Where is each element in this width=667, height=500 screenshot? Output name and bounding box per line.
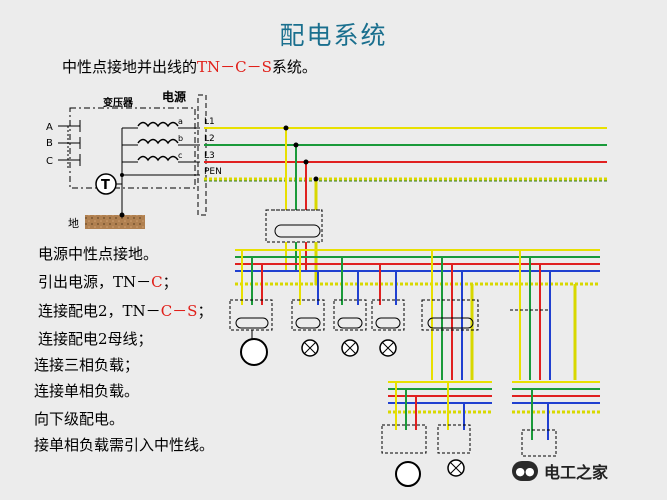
svg-text:b: b (178, 134, 183, 143)
feeder-lower-2 (510, 250, 577, 380)
step-3: 连接配电2，TN－C－S； (38, 302, 213, 320)
step-5: 连接三相负载； (34, 356, 140, 374)
transformer-label: 变压器 (103, 96, 134, 109)
load-lamp-3 (371, 264, 405, 357)
feeder-to-dist2 (265, 125, 323, 285)
svg-text:L2: L2 (204, 134, 215, 144)
source-label: 电源 (162, 89, 186, 104)
earth-label: 地 (68, 217, 79, 230)
coil-c (137, 155, 179, 162)
main-bus: L1 L2 L3 PEN (204, 117, 607, 182)
load-three-phase (229, 250, 273, 366)
subtitle: 中性点接地并出线的TN－C－S系统。 (62, 56, 317, 77)
watermark: ●● 电工之家 (512, 458, 662, 484)
transformer-boundary (69, 107, 196, 189)
load-lamp-1 (291, 250, 325, 357)
breaker-dist2 (274, 224, 321, 238)
motor-icon (240, 338, 268, 366)
source-boundary (197, 94, 207, 216)
subtitle-suffix: 系统。 (271, 58, 317, 76)
earth-ground (85, 215, 145, 229)
step-2: 引出电源，TN－C； (38, 273, 178, 291)
input-a-label: A (46, 122, 53, 133)
input-c-label: C (46, 156, 53, 167)
transformer-symbol-label: T (101, 178, 110, 193)
step-1: 电源中性点接地。 (38, 245, 159, 263)
coil-a (137, 121, 179, 128)
input-b-label: B (46, 138, 53, 149)
lower-bus-2 (512, 381, 600, 457)
dist2-bus (235, 249, 600, 286)
subtitle-prefix: 中性点接地并出线的 (62, 58, 198, 76)
svg-text:c: c (178, 151, 182, 160)
wechat-icon: ●● (512, 461, 538, 481)
watermark-text: 电工之家 (544, 463, 609, 482)
step-7: 向下级配电。 (34, 410, 125, 428)
page-title: 配电系统 (279, 21, 388, 50)
motor-icon (395, 461, 421, 487)
step-4: 连接配电2母线； (38, 330, 153, 348)
svg-text:L3: L3 (204, 151, 215, 161)
svg-text:a: a (178, 117, 183, 126)
step-6: 连接单相负载。 (34, 382, 140, 400)
transformer: 变压器 电源 A B C a b c T 地 (46, 89, 207, 230)
svg-text:PEN: PEN (204, 167, 222, 177)
svg-text:L1: L1 (204, 117, 215, 127)
step-8: 接单相负载需引入中性线。 (34, 436, 215, 454)
subtitle-system: TN－C－S (197, 58, 272, 76)
coil-b (137, 138, 179, 145)
feeder-lower-1 (421, 250, 479, 380)
load-lamp-2 (333, 257, 367, 357)
lower-bus-1 (381, 381, 492, 487)
